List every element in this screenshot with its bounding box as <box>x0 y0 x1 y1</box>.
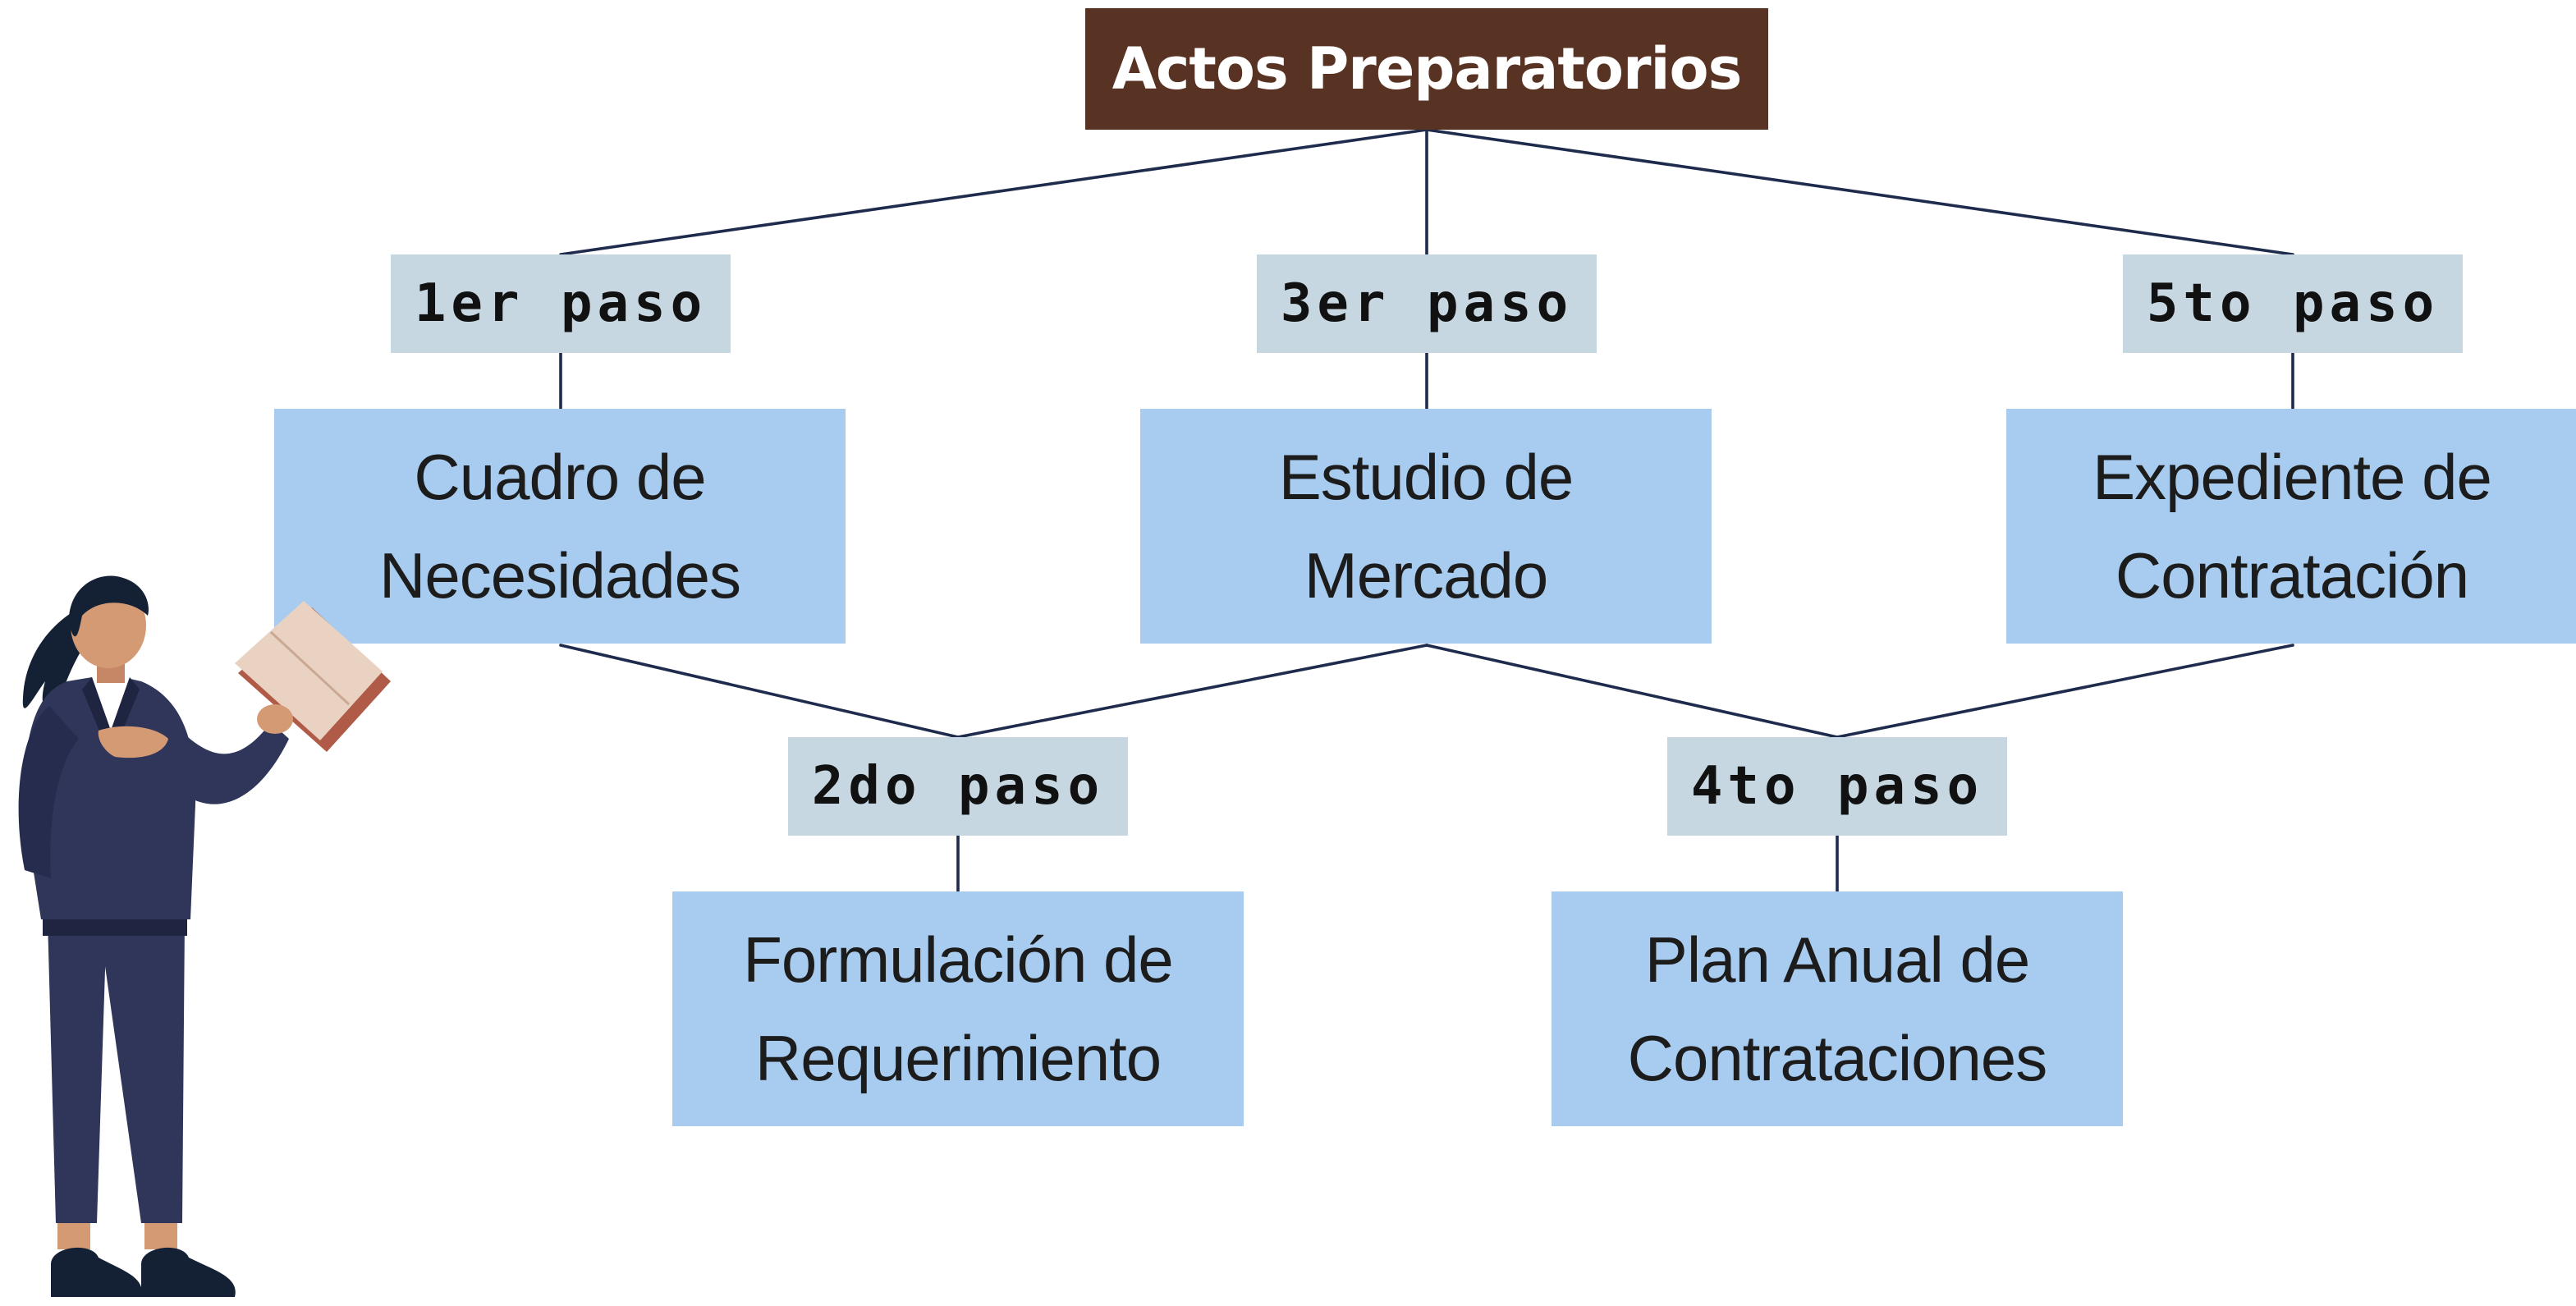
step-tag-3: 3er paso <box>1257 254 1597 353</box>
book-pages <box>235 601 383 740</box>
step-box-line: Expediente de <box>2092 441 2492 513</box>
right-ankle <box>144 1223 177 1249</box>
diagram-title: Actos Preparatorios <box>1085 8 1768 130</box>
step-box-estudio-de-mercado: Estudio de Mercado <box>1140 409 1712 644</box>
hair-top <box>68 575 149 637</box>
step-box-line: Plan Anual de <box>1644 923 2030 996</box>
woman-holding-book-illustration <box>18 575 391 1297</box>
step-box-plan-anual-de-contrataciones: Plan Anual de Contrataciones <box>1552 891 2123 1126</box>
step-box-line: Cuadro de <box>414 441 706 513</box>
step-box-line: Necesidades <box>379 539 741 612</box>
step-box-line: Mercado <box>1304 539 1548 612</box>
book-spine <box>269 630 351 706</box>
step-box-line: Requerimiento <box>754 1022 1162 1094</box>
gesturing-hand <box>98 726 168 758</box>
connector-box3-step2 <box>956 644 1428 739</box>
right-leg <box>99 919 185 1223</box>
connector-box1-step2 <box>559 644 960 739</box>
step-box-line: Contrataciones <box>1627 1022 2048 1094</box>
step-box-line: Estudio de <box>1278 441 1574 513</box>
connector-title-step5 <box>1425 128 2294 256</box>
right-shoe <box>141 1247 236 1297</box>
left-leg <box>48 919 107 1223</box>
step-tag-1: 1er paso <box>391 254 731 353</box>
front-arm <box>176 722 289 804</box>
step-box-line: Contratación <box>2115 539 2469 612</box>
step-box-line: Formulación de <box>743 923 1174 996</box>
step-box-cuadro-de-necesidades: Cuadro de Necesidades <box>274 409 846 644</box>
step-tag-5: 5to paso <box>2123 254 2463 353</box>
book-hand <box>257 704 293 734</box>
connector-title-step1 <box>559 128 1428 256</box>
left-shoe <box>51 1247 142 1297</box>
connector-box3-step4 <box>1425 644 1839 739</box>
step-tag-2: 2do paso <box>788 737 1128 836</box>
back-arm <box>18 706 79 878</box>
step-box-formulacion-de-requerimiento: Formulación de Requerimiento <box>672 891 1244 1126</box>
step-tag-4: 4to paso <box>1667 737 2007 836</box>
step-box-expediente-de-contratacion: Expediente de Contratación <box>2006 409 2576 644</box>
connector-box5-step4 <box>1836 644 2294 739</box>
left-ankle <box>57 1223 90 1249</box>
shirt-collar <box>92 677 130 731</box>
